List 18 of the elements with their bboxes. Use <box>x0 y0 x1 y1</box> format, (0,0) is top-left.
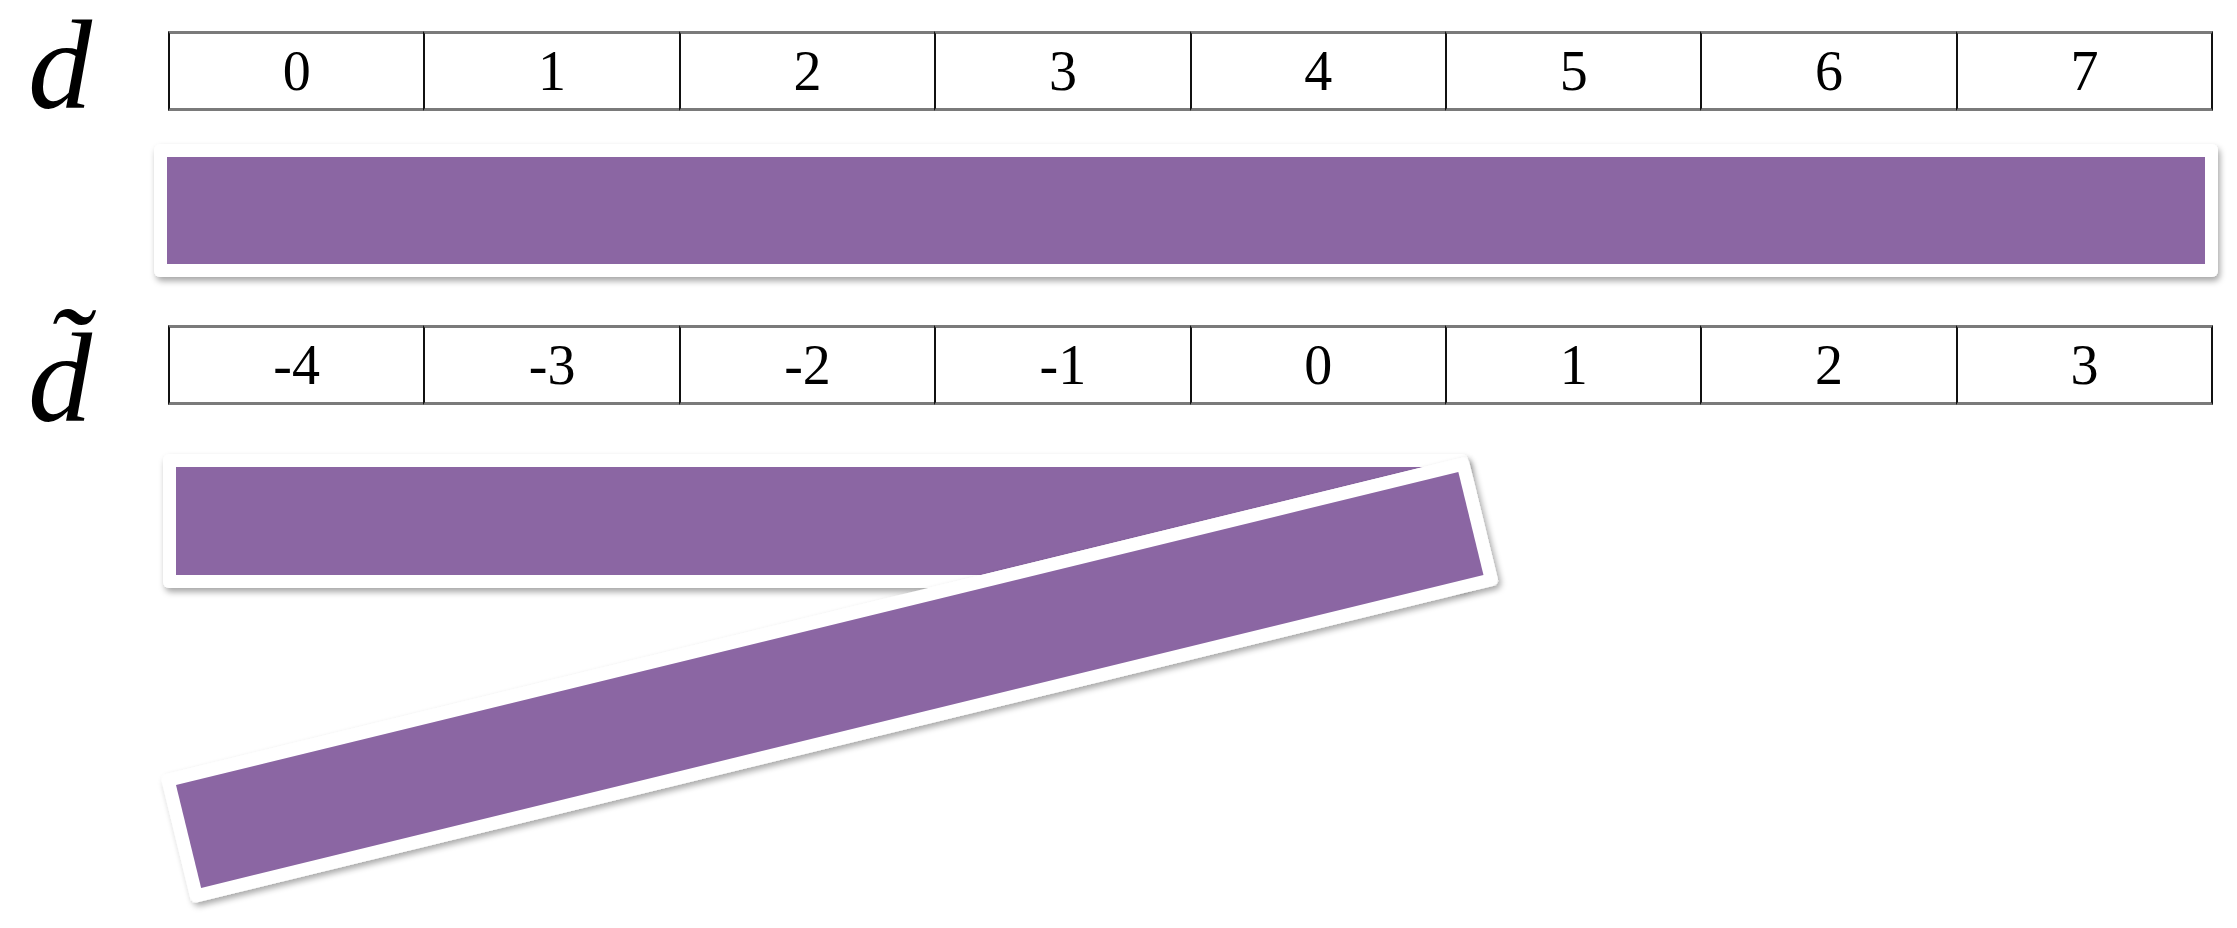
table-cell: 6 <box>1700 31 1956 111</box>
table-cell: -2 <box>678 325 935 405</box>
table-cell: -4 <box>168 325 424 405</box>
table-cell: 7 <box>1955 31 2214 111</box>
table-cell: 1 <box>423 31 679 111</box>
table-cell: -3 <box>423 325 679 405</box>
table-cell: 4 <box>1189 31 1445 111</box>
variable-symbol: d <box>28 1 92 129</box>
horizontal-bar <box>167 157 2205 264</box>
table-cell: 0 <box>168 31 424 111</box>
table-cell: 2 <box>1700 325 1956 405</box>
table-cell: 1 <box>1445 325 1701 405</box>
table-cell: 5 <box>1445 31 1701 111</box>
table-cell: 0 <box>1189 325 1445 405</box>
table-cell: -1 <box>934 325 1190 405</box>
table-cell: 3 <box>934 31 1190 111</box>
table-cell: 3 <box>1955 325 2214 405</box>
table-cell: 2 <box>678 31 935 111</box>
